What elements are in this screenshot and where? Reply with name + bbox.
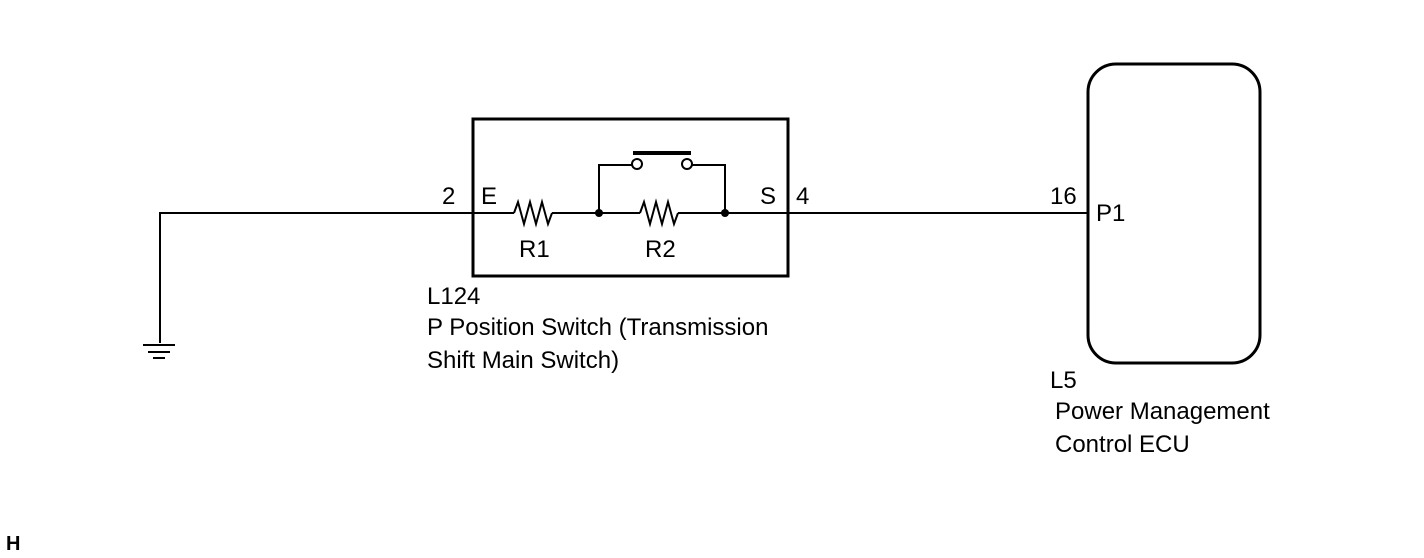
ground-icon — [143, 344, 175, 359]
switch-name-line2: Shift Main Switch) — [427, 347, 619, 374]
ground-wire — [159, 212, 472, 343]
ecu-name-line1: Power Management — [1055, 398, 1270, 425]
switch-connector-id: L124 — [427, 283, 480, 310]
ecu-pin: 16 — [1050, 183, 1077, 210]
switch-box — [471, 117, 790, 278]
resistor-r2-icon — [639, 198, 679, 228]
terminal-s-label: S — [760, 183, 776, 210]
pin-right: 4 — [796, 183, 809, 210]
corner-mark: H — [6, 533, 20, 555]
switch-name-line1: P Position Switch (Transmission — [427, 314, 768, 341]
ecu-name-line2: Control ECU — [1055, 431, 1190, 458]
switch-internal-circuit — [473, 151, 788, 228]
ecu-connector-id: L5 — [1050, 367, 1077, 394]
ecu-box — [1086, 62, 1262, 365]
pin-left: 2 — [442, 183, 455, 210]
resistor-r2-label: R2 — [645, 236, 676, 263]
resistor-r1-label: R1 — [519, 236, 550, 263]
terminal-e-label: E — [481, 183, 497, 210]
pushbutton-switch-icon — [598, 151, 726, 213]
ecu-terminal-label: P1 — [1096, 200, 1125, 227]
resistor-r1-icon — [513, 198, 553, 228]
